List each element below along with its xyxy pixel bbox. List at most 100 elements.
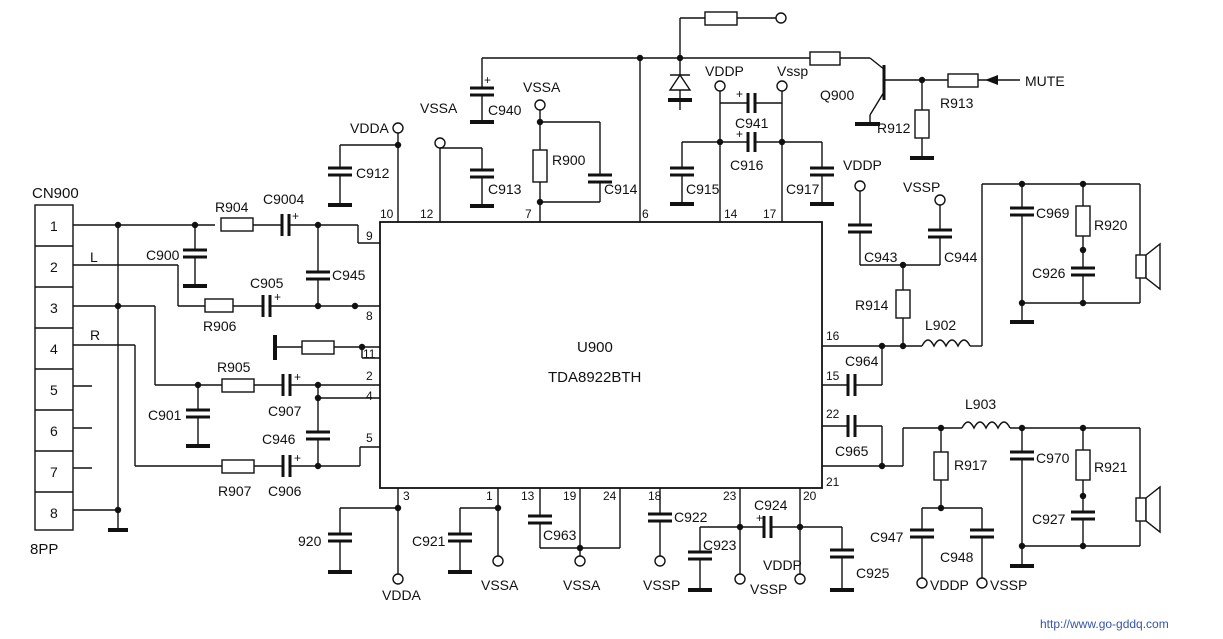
vssp-top-label: Vssp (777, 63, 808, 79)
pin-22: 22 (826, 407, 840, 421)
pin-13: 13 (521, 489, 535, 503)
pin-7: 7 (525, 207, 532, 221)
pin-21: 21 (826, 475, 840, 489)
connector-type: 8PP (30, 541, 58, 558)
cn-pin-5: 5 (50, 382, 58, 398)
pin-18: 18 (648, 489, 662, 503)
pin-23: 23 (723, 489, 737, 503)
c922-label: C922 (674, 509, 708, 525)
c901-label: C901 (148, 407, 182, 423)
vssa-r900-label: VSSA (523, 79, 561, 95)
c964-label: C964 (845, 353, 879, 369)
c915-label: C915 (686, 181, 720, 197)
svg-text:+: + (484, 73, 491, 87)
pin-5: 5 (366, 431, 373, 445)
pin-15: 15 (826, 369, 840, 383)
pin-10: 10 (380, 207, 394, 221)
r905-label: R905 (217, 359, 251, 375)
c914-label: C914 (604, 181, 638, 197)
c9004-label: C9004 (263, 191, 304, 207)
r907-c906-path: + R907 C906 (218, 446, 380, 499)
c906-label: C906 (268, 483, 302, 499)
r904-c9004-path: + R904 C9004 C900 C945 (146, 191, 380, 306)
svg-text:+: + (294, 451, 301, 465)
r905-c907-path: + R905 C901 C907 C946 (148, 359, 380, 466)
c940-rail: + C940 (470, 54, 818, 222)
vssp-c944-label: VSSP (903, 179, 940, 195)
pin-2: 2 (366, 369, 373, 383)
c947-label: C947 (870, 529, 904, 545)
cn-pin-4: 4 (50, 341, 58, 357)
mute-label: MUTE (1025, 73, 1065, 89)
svg-text:+: + (294, 370, 301, 384)
c926-label: C926 (1032, 265, 1066, 281)
vddp-c924-label: VDDP (763, 557, 802, 573)
pin-11: 11 (363, 347, 376, 361)
c923-label: C923 (703, 537, 737, 553)
svg-text:+: + (736, 87, 743, 101)
cn-pin-7: 7 (50, 464, 58, 480)
vssp-c948-label: VSSP (990, 577, 1027, 593)
pin-12: 12 (420, 207, 434, 221)
speaker-upper: C969 R920 C926 (1010, 180, 1161, 324)
r912-label: R912 (877, 120, 911, 136)
c920-label: 920 (298, 533, 322, 549)
vssa-top-label: VSSA (420, 100, 458, 116)
c941-label: C941 (735, 115, 769, 131)
pin-24: 24 (603, 489, 617, 503)
cn-pin-3: 3 (50, 300, 58, 316)
pin-8: 8 (366, 309, 373, 323)
c905-label: C905 (250, 275, 284, 291)
output-upper: VDDP VSSP C943 C944 R914 L902 C964 (822, 157, 1140, 396)
pin-4: 4 (366, 389, 373, 403)
svg-text:+: + (736, 127, 743, 141)
c912-label: C912 (356, 165, 390, 181)
c969-label: C969 (1036, 205, 1070, 221)
cn-pin-8: 8 (50, 505, 58, 521)
c921-label: C921 (412, 533, 446, 549)
vdda-top-label: VDDA (350, 120, 390, 136)
vdda-bottom-label: VDDA (382, 587, 422, 603)
ic-part: TDA8922BTH (548, 369, 641, 386)
cn-pin-1: 1 (50, 218, 58, 234)
pin-19: 19 (563, 489, 577, 503)
cn-pin-2: 2 (50, 259, 58, 275)
c925-label: C925 (856, 565, 890, 581)
r921-label: R921 (1094, 459, 1128, 475)
r914-label: R914 (855, 297, 889, 313)
ic-ref: U900 (577, 339, 613, 356)
connector-cn900: CN900 8PP 1 2 3 4 5 6 7 8 L R (30, 185, 100, 558)
c913-label: C913 (488, 181, 522, 197)
input-wiring (73, 221, 222, 532)
l903-label: L903 (965, 396, 996, 412)
svg-text:+: + (756, 511, 763, 525)
c924-label: C924 (754, 497, 788, 513)
c963-label: C963 (543, 527, 577, 543)
label-r: R (90, 327, 100, 343)
c900-label: C900 (146, 247, 180, 263)
r906-c905-path: + C905 R906 (203, 275, 380, 334)
c944-label: C944 (944, 249, 978, 265)
connector-ref: CN900 (32, 185, 79, 202)
c940-label: C940 (488, 102, 522, 118)
pin-16: 16 (826, 329, 840, 343)
l902-label: L902 (925, 317, 956, 333)
svg-text:+: + (292, 209, 299, 223)
c917-label: C917 (786, 181, 820, 197)
svg-text:+: + (274, 290, 281, 304)
zener-branch (668, 11, 787, 110)
c946-label: C946 (262, 431, 296, 447)
c945-label: C945 (332, 267, 366, 283)
output-lower: C965 L903 R917 C947 C948 VDDP VSSP (822, 396, 1140, 593)
vssa-c963-label: VSSA (563, 577, 601, 593)
r904-label: R904 (215, 199, 249, 215)
r907-label: R907 (218, 483, 252, 499)
pin-9: 9 (366, 229, 373, 243)
top-power-caps: + + VDDP Vssp C941 C916 C915 C917 (670, 63, 834, 222)
c970-label: C970 (1036, 450, 1070, 466)
vddp-top-label: VDDP (705, 63, 744, 79)
vssp-c923-label: VSSP (750, 581, 787, 597)
vssp-c922-label: VSSP (643, 577, 680, 593)
pin-1: 1 (486, 489, 493, 503)
